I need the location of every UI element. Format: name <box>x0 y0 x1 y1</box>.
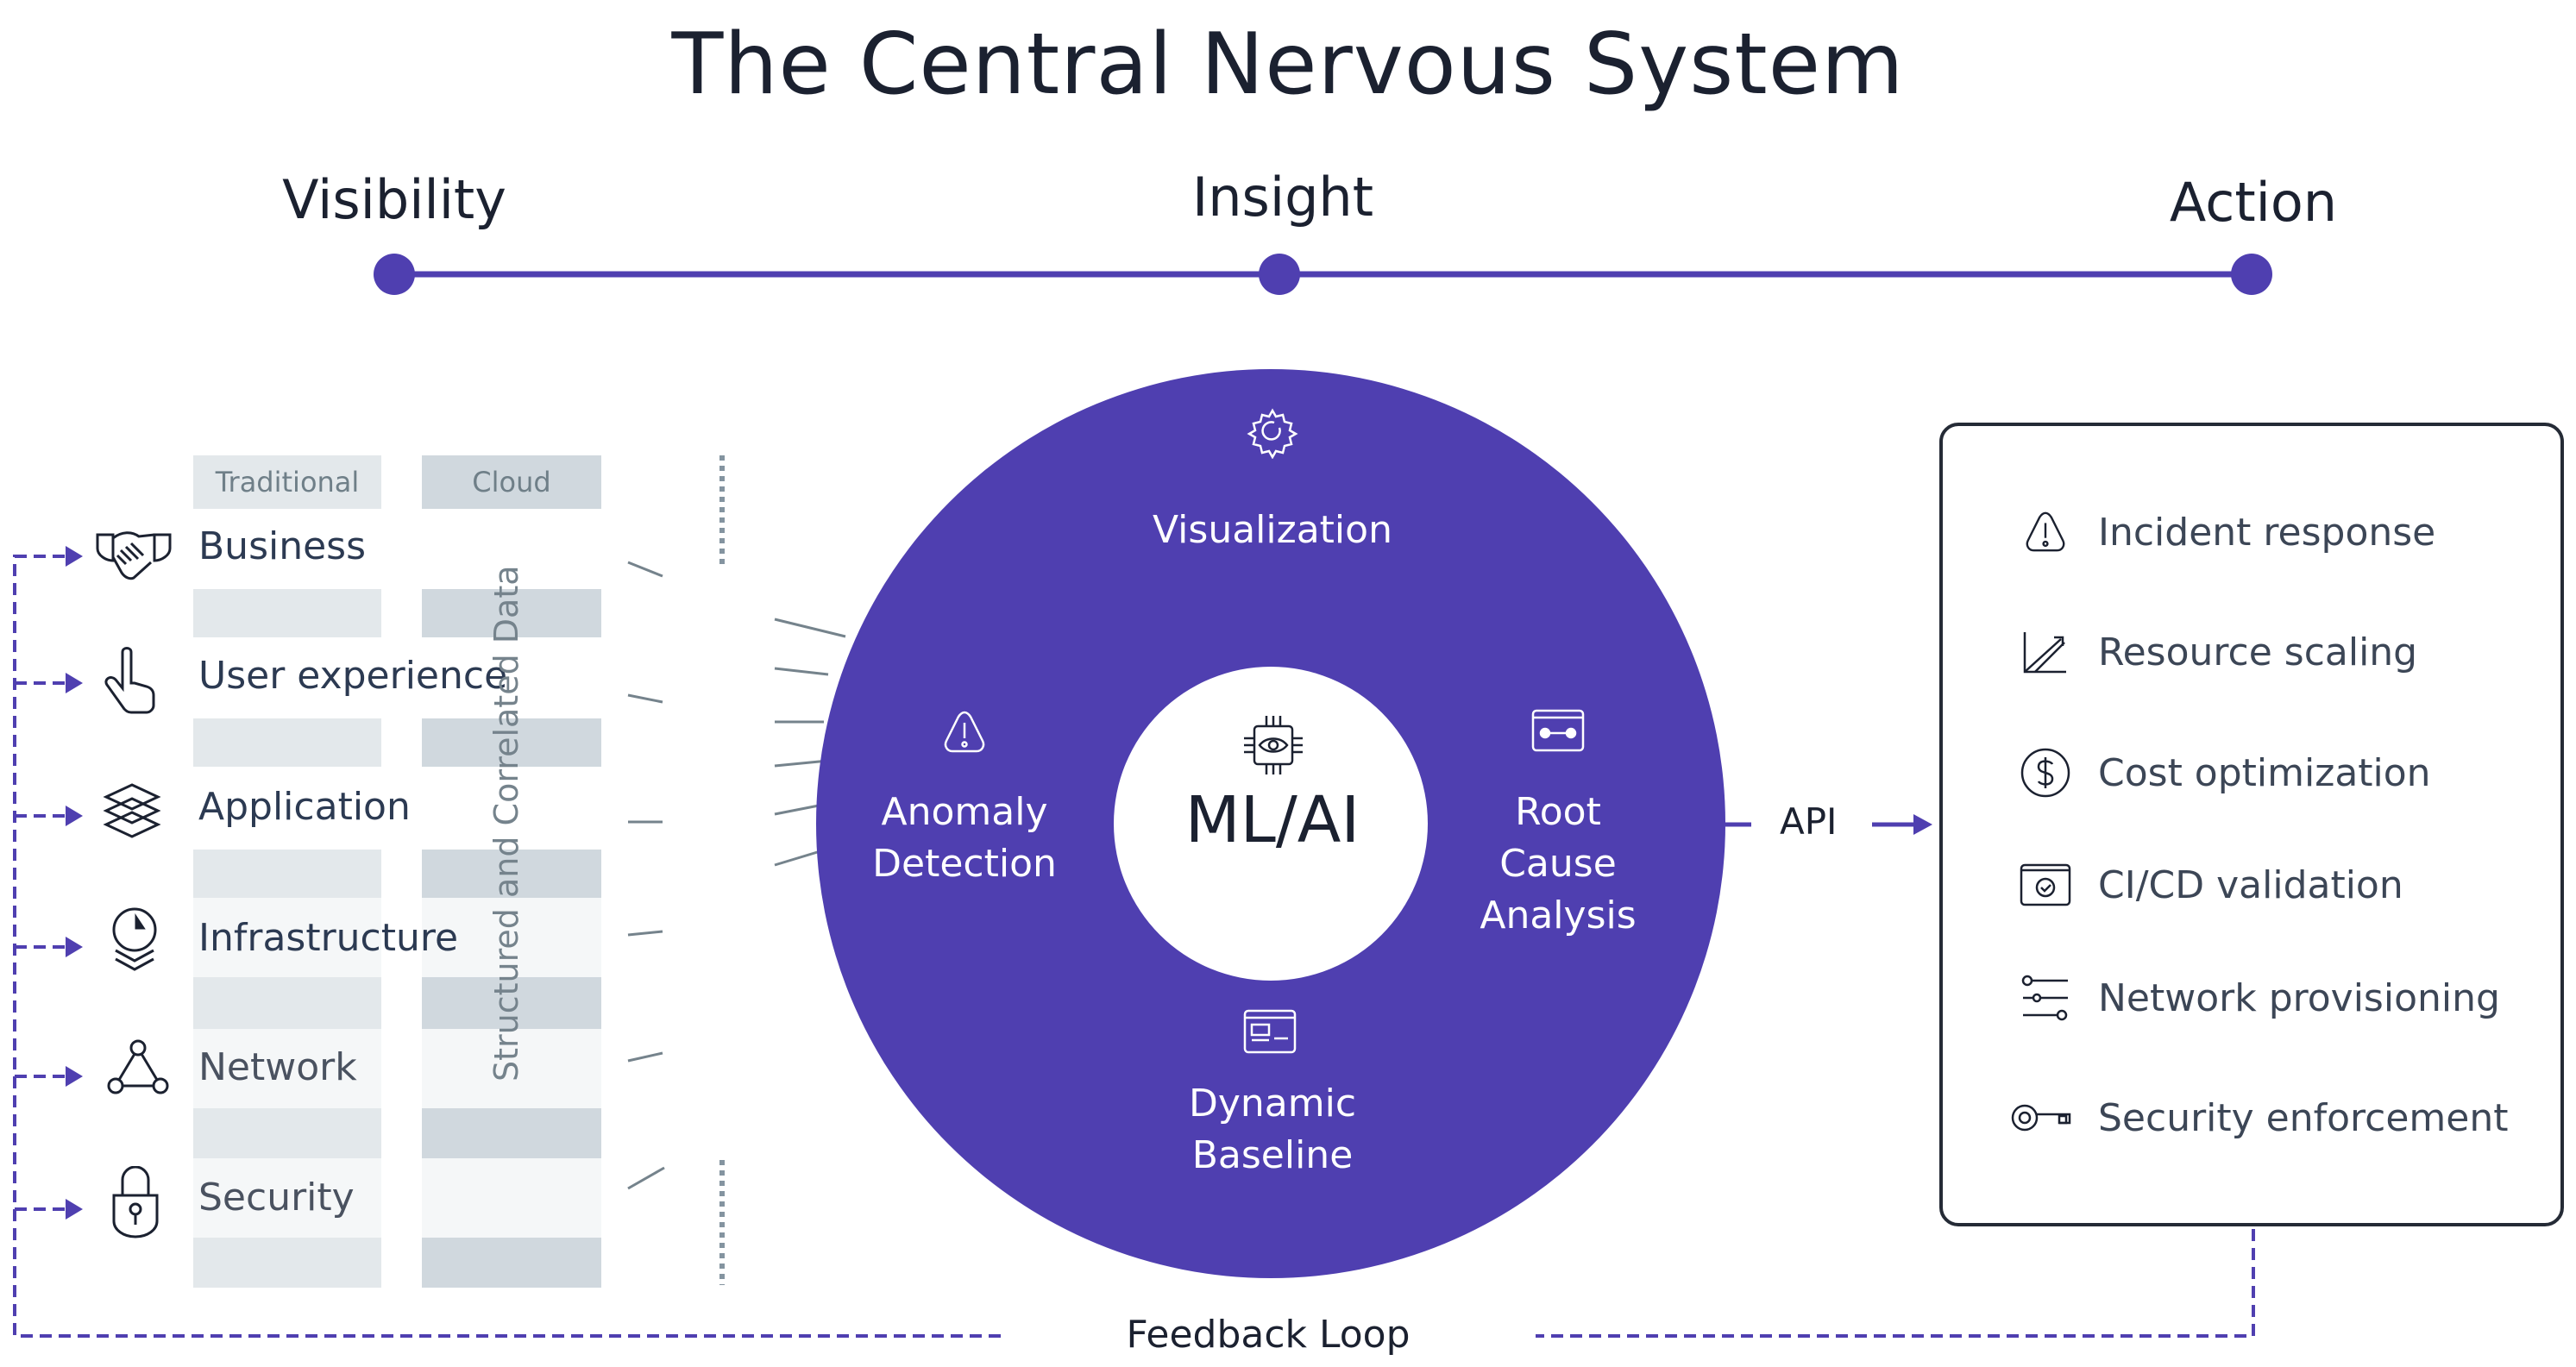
handshake-icon <box>95 528 173 583</box>
dashboard-window-icon <box>1243 1009 1297 1054</box>
traditional-cell <box>193 589 381 637</box>
segment-visualization: Visualization <box>1153 505 1392 556</box>
action-item-cost-optimization: Cost optimization <box>2019 738 2431 807</box>
link-window-icon <box>1531 709 1585 752</box>
segment-label-line: Dynamic <box>1188 1082 1357 1126</box>
action-label: Resource scaling <box>2098 630 2418 674</box>
arrowhead-security <box>66 1199 83 1220</box>
action-label: Incident response <box>2098 510 2436 555</box>
cloud-cell <box>422 1238 601 1288</box>
diagram-title: The Central Nervous System <box>671 16 1905 114</box>
action-item-resource-scaling: Resource scaling <box>2019 618 2417 687</box>
source-label-application: Application <box>198 785 411 829</box>
arrowhead-application <box>66 806 83 826</box>
traditional-cell <box>193 1108 381 1158</box>
action-item-ci-cd-validation: CI/CD validation <box>2019 850 2403 919</box>
segment-label-line: Analysis <box>1480 894 1637 937</box>
phase-action: Action <box>2169 171 2338 234</box>
cloud-cell-light <box>422 898 601 977</box>
segment-label-line: Baseline <box>1191 1133 1354 1177</box>
action-label: Security enforcement <box>2098 1095 2509 1140</box>
arrowhead-user-experience <box>66 673 83 693</box>
network-nodes-icon <box>107 1039 169 1096</box>
growth-chart-icon <box>2019 625 2072 679</box>
dollar-icon <box>2019 746 2072 800</box>
traditional-cell <box>193 1238 381 1288</box>
server-stack-icon <box>109 907 160 976</box>
source-label-user-experience: User experience <box>198 654 508 698</box>
traditional-cell <box>193 977 381 1029</box>
segment-anomaly-detection: Anomaly Detection <box>872 787 1057 890</box>
timeline-dot-insight <box>1259 254 1300 295</box>
traditional-cell <box>193 718 381 767</box>
cloud-cell <box>422 850 601 898</box>
feedback-arrows <box>15 555 67 1211</box>
source-label-infrastructure: Infrastructure <box>198 916 459 960</box>
action-item-network-provisioning: Network provisioning <box>2019 963 2500 1032</box>
segment-label-line: Visualization <box>1153 508 1392 552</box>
source-label-security: Security <box>198 1176 355 1220</box>
action-box <box>1939 423 2564 1226</box>
source-label-network: Network <box>198 1045 357 1089</box>
structured-data-label: Structured and Correlated Data <box>487 565 525 1082</box>
padlock-icon <box>112 1165 159 1238</box>
sliders-icon <box>2019 971 2072 1025</box>
segment-label-line: Detection <box>872 842 1057 886</box>
key-icon <box>2010 1091 2072 1144</box>
core-label: ML/AI <box>1184 783 1360 857</box>
action-label: Network provisioning <box>2098 975 2500 1020</box>
segment-root-cause-analysis: Root Cause Analysis <box>1480 787 1636 942</box>
arrowhead-network <box>66 1066 83 1087</box>
traditional-cell <box>193 850 381 898</box>
action-label: Cost optimization <box>2098 750 2431 795</box>
gear-icon <box>1247 407 1298 460</box>
table-connector-ticks <box>627 561 665 1190</box>
layers-icon <box>102 783 162 840</box>
arrowhead-infrastructure <box>66 937 83 957</box>
cloud-cell <box>422 589 601 637</box>
segment-label-line: Anomaly <box>881 790 1048 834</box>
traditional-cell-light <box>193 898 381 977</box>
api-arrowhead <box>1913 814 1932 835</box>
cloud-cell <box>422 718 601 767</box>
cloud-cell <box>422 1108 601 1158</box>
action-item-security-enforcement: Security enforcement <box>2010 1083 2509 1152</box>
timeline-dot-action <box>2231 254 2272 295</box>
column-header-cloud: Cloud <box>422 455 601 509</box>
column-header-traditional: Traditional <box>193 455 381 509</box>
cloud-cell-light <box>422 1029 601 1108</box>
arrowhead-business <box>66 546 83 567</box>
phase-insight: Insight <box>1191 166 1374 229</box>
cloud-cell-light <box>422 1158 601 1238</box>
cloud-cell <box>422 977 601 1029</box>
segment-label-line: Cause <box>1499 842 1617 886</box>
action-item-incident-response: Incident response <box>2019 498 2435 567</box>
feedback-loop-label: Feedback Loop <box>1126 1313 1411 1357</box>
core-circle <box>1114 667 1428 981</box>
chip-eye-icon <box>1241 712 1306 778</box>
segment-label-line: Root <box>1515 790 1601 834</box>
check-window-icon <box>2019 858 2072 912</box>
warning-icon <box>943 709 986 756</box>
phase-visibility: Visibility <box>282 168 506 231</box>
api-label: API <box>1780 800 1838 843</box>
pointing-hand-icon <box>102 645 157 714</box>
feedback-arrowheads <box>66 546 83 1220</box>
traditional-cell-light <box>193 1029 381 1108</box>
segment-dynamic-baseline: Dynamic Baseline <box>1189 1078 1356 1182</box>
timeline-dot-visibility <box>374 254 415 295</box>
action-label: CI/CD validation <box>2098 862 2403 907</box>
source-label-business: Business <box>198 524 367 568</box>
traditional-cell-light <box>193 1158 381 1238</box>
warning-icon <box>2019 505 2072 559</box>
